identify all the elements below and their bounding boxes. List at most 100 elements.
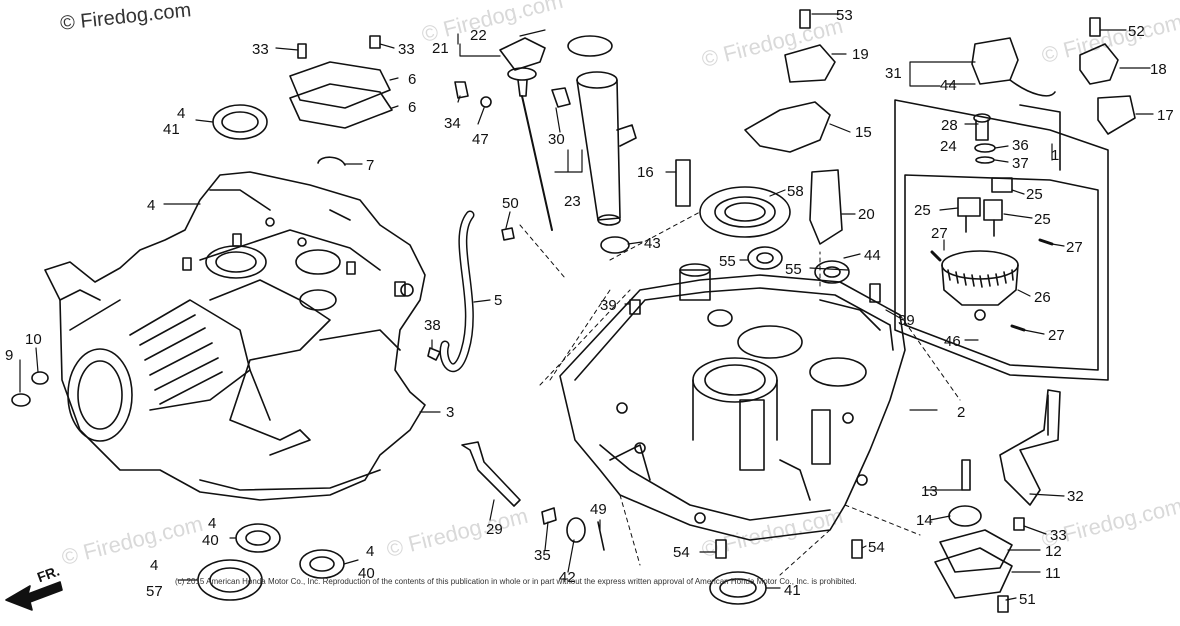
callout-3: 3: [446, 404, 454, 421]
callout-26: 26: [1034, 289, 1051, 306]
governor-arm-part: [999, 389, 1061, 506]
callout-27: 27: [1066, 239, 1083, 256]
callout-4: 4: [177, 105, 185, 122]
callout-44: 44: [864, 247, 881, 264]
callout-33: 33: [252, 41, 269, 58]
callout-15: 15: [855, 124, 872, 141]
callout-7: 7: [366, 157, 374, 174]
callout-14: 14: [916, 512, 933, 529]
callout-58: 58: [787, 183, 804, 200]
leader-lines: [519, 211, 961, 576]
front-arrow-icon: [5, 581, 63, 611]
callout-34: 34: [444, 115, 461, 132]
callout-32: 32: [1067, 488, 1084, 505]
breather-cover-6: [289, 61, 391, 109]
callout-6: 6: [408, 71, 416, 88]
plate-11: [934, 547, 1013, 599]
callout-41: 41: [784, 582, 801, 599]
callout-6: 6: [408, 99, 416, 116]
callout-12: 12: [1045, 543, 1062, 560]
callout-5: 5: [494, 292, 502, 309]
governor-shaft-part: [973, 113, 996, 164]
callout-27: 27: [1048, 327, 1065, 344]
screen-20: [809, 169, 843, 245]
clamp-50: [501, 227, 515, 241]
switch-31: [971, 37, 1019, 85]
callout-46: 46: [944, 333, 961, 350]
callout-4: 4: [366, 543, 374, 560]
pin-parts: [930, 238, 1054, 332]
guide-17: [1097, 95, 1136, 135]
breather-gasket-6: [289, 83, 393, 129]
callout-10: 10: [25, 331, 42, 348]
callout-labels: 1 2 3 4 4 4 4 4 5 6 6 7 9 10 11 12 13 14…: [5, 7, 1174, 608]
callout-4: 4: [147, 197, 155, 214]
callout-51: 51: [1019, 591, 1036, 608]
governor-weights-part: [957, 177, 1013, 237]
switch-wire: [1009, 79, 1056, 97]
callout-52: 52: [1128, 23, 1145, 40]
callout-50: 50: [502, 195, 519, 212]
callout-31: 31: [885, 65, 902, 82]
bearing-55a: [747, 246, 783, 270]
pin-16: [675, 159, 691, 207]
bearing-58: [699, 186, 791, 238]
callout-20: 20: [858, 206, 875, 223]
callout-2: 2: [957, 404, 965, 421]
callout-1: 1: [1051, 147, 1059, 164]
callout-16: 16: [637, 164, 654, 181]
callout-22: 22: [470, 27, 487, 44]
callout-36: 36: [1012, 137, 1029, 154]
washer-35: [541, 507, 557, 525]
pin-39b: [869, 283, 881, 303]
callout-17: 17: [1157, 107, 1174, 124]
callout-49: 49: [590, 501, 607, 518]
callout-23: 23: [564, 193, 581, 210]
dowel-10: [31, 371, 49, 385]
tube-29: [461, 441, 521, 507]
callout-24: 24: [940, 138, 957, 155]
callout-13: 13: [921, 483, 938, 500]
washer-47: [480, 96, 492, 108]
governor-box: [894, 99, 1109, 381]
crankcase-cover-part: [559, 263, 906, 541]
seal-42: [566, 517, 586, 543]
callout-leaders: [19, 13, 1154, 601]
callout-33: 33: [398, 41, 415, 58]
nut-14: [948, 505, 982, 527]
callout-39: 39: [898, 312, 915, 329]
copyright-notice: (c) 2015 American Honda Motor Co., Inc. …: [175, 577, 857, 586]
callout-4: 4: [150, 557, 158, 574]
callout-54: 54: [673, 544, 690, 561]
callout-38: 38: [424, 317, 441, 334]
callout-25: 25: [1034, 211, 1051, 228]
callout-25: 25: [914, 202, 931, 219]
callout-39: 39: [600, 297, 617, 314]
dowel-9: [11, 393, 31, 407]
pin-39a: [629, 299, 641, 315]
callout-43: 43: [644, 235, 661, 252]
callout-57: 57: [146, 583, 163, 600]
gasket-12: [939, 529, 1013, 573]
callout-21: 21: [432, 40, 449, 57]
bolt-parts: [297, 9, 1101, 613]
cylinder-block-part: [44, 171, 426, 501]
governor-gear-part: [941, 250, 1019, 321]
bearing-40a: [235, 523, 281, 553]
plate-19: [784, 44, 836, 83]
callout-35: 35: [534, 547, 551, 564]
grommet-30: [551, 87, 571, 108]
bearing-55b: [814, 260, 850, 284]
oil-filler-tube-part: [576, 71, 637, 226]
callout-55: 55: [785, 261, 802, 278]
callout-30: 30: [548, 131, 565, 148]
callout-4: 4: [208, 515, 216, 532]
callout-41: 41: [163, 121, 180, 138]
callout-42: 42: [559, 569, 576, 586]
callout-55: 55: [719, 253, 736, 270]
pin-49: [597, 521, 605, 551]
callout-25: 25: [1026, 186, 1043, 203]
bracket-18: [1079, 43, 1119, 85]
clip-38: [427, 347, 441, 361]
